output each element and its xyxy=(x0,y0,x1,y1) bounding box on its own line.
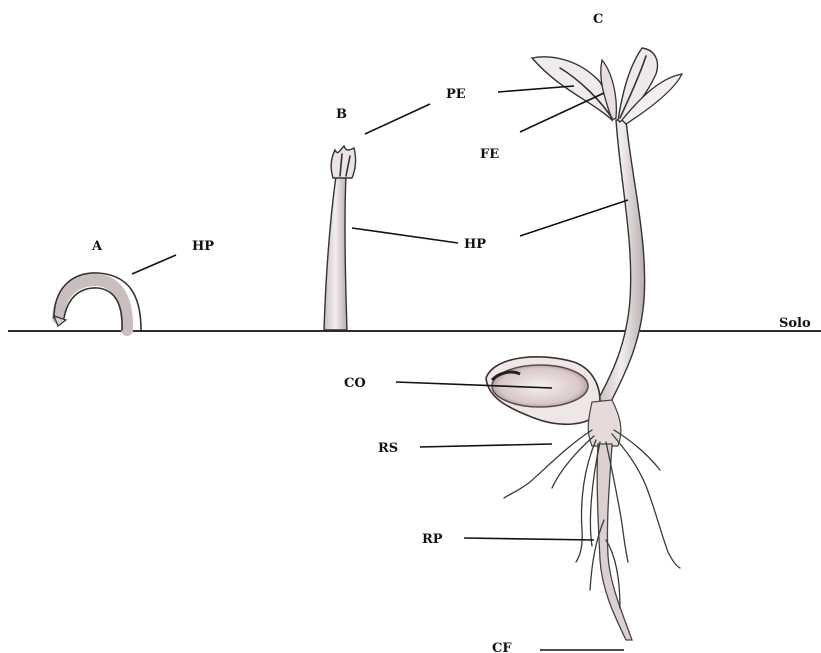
label-c: C xyxy=(593,12,603,27)
seedling-b xyxy=(324,146,356,330)
label-solo: Solo xyxy=(779,316,811,331)
leader-pe-b xyxy=(365,104,430,134)
leader-rp xyxy=(464,538,594,540)
leader-fe xyxy=(520,93,604,132)
label-fe: FE xyxy=(480,147,499,162)
label-b: B xyxy=(336,107,347,122)
label-co: CO xyxy=(344,376,366,391)
leader-hp-c xyxy=(520,200,628,236)
leader-rs xyxy=(420,444,552,447)
label-rp: RP xyxy=(422,532,443,547)
seedling-c xyxy=(486,48,682,640)
label-hp: HP xyxy=(464,237,486,252)
label-hp-a: HP xyxy=(192,239,214,254)
label-a: A xyxy=(91,239,103,254)
leader-hp-a xyxy=(132,255,176,274)
seedling-a xyxy=(54,273,141,330)
label-cf: CF xyxy=(492,641,512,653)
leader-hp-b xyxy=(352,228,458,243)
label-pe: PE xyxy=(446,87,466,102)
label-rs: RS xyxy=(378,441,398,456)
leader-pe-c xyxy=(498,86,574,92)
